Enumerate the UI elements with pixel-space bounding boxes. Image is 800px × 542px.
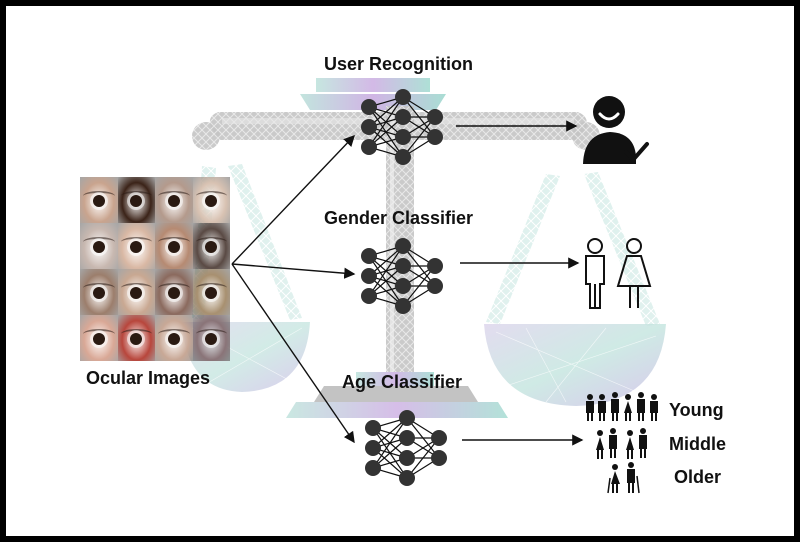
ocular-image-tile (117, 269, 155, 315)
ocular-image-tile (80, 269, 118, 315)
iris-shape (92, 286, 105, 299)
eyelid-shape (83, 282, 115, 293)
ocular-image-tile (155, 269, 193, 315)
eyelid-shape (158, 282, 190, 293)
eyelid-shape (120, 282, 152, 293)
eyelid-shape (83, 236, 115, 247)
user-check-icon (583, 96, 649, 164)
iris-shape (167, 286, 180, 299)
neural-network-gender-classifier (361, 238, 443, 314)
eyelid-shape (195, 190, 227, 201)
male-icon (585, 238, 605, 309)
ocular-image-tile (192, 315, 230, 361)
iris-shape (92, 240, 105, 253)
ocular-image-tile (117, 223, 155, 269)
gender-classifier-title: Gender Classifier (324, 208, 474, 228)
iris-shape (130, 286, 143, 299)
older-people-icon (607, 462, 640, 494)
ocular-images-grid (80, 177, 230, 361)
iris-shape (205, 194, 218, 207)
diagram-frame: User Recognition Gender Classifier Age C… (6, 6, 794, 536)
iris-shape (205, 332, 218, 345)
middle-people-icon (596, 428, 647, 459)
eyelid-shape (195, 328, 227, 339)
eyelid-shape (120, 190, 152, 201)
ocular-image-tile (155, 223, 193, 269)
female-icon (616, 238, 652, 308)
eyelid-shape (120, 328, 152, 339)
iris-shape (92, 194, 105, 207)
ocular-image-tile (80, 315, 118, 361)
age-label-older: Older (674, 467, 722, 487)
age-label-middle: Middle (669, 434, 726, 454)
iris-shape (205, 286, 218, 299)
eyelid-shape (195, 236, 227, 247)
iris-shape (130, 332, 143, 345)
eyelid-shape (83, 190, 115, 201)
neural-network-user-recognition (361, 89, 443, 165)
eyelid-shape (158, 190, 190, 201)
eyelid-shape (158, 236, 190, 247)
input-arrows (231, 134, 356, 444)
ocular-image-tile (117, 177, 155, 223)
iris-shape (130, 240, 143, 253)
ocular-image-tile (80, 223, 118, 269)
iris-shape (205, 240, 218, 253)
young-people-icon (586, 392, 658, 421)
eyelid-shape (195, 282, 227, 293)
ocular-image-tile (192, 223, 230, 269)
age-classifier-title: Age Classifier (342, 372, 463, 392)
ocular-images-label: Ocular Images (86, 368, 211, 388)
ocular-image-tile (192, 269, 230, 315)
right-scale-pan (484, 324, 666, 406)
iris-shape (167, 240, 180, 253)
eyelid-shape (158, 328, 190, 339)
output-arrows (456, 120, 584, 446)
neural-network-age-classifier (365, 410, 447, 486)
eyelid-shape (120, 236, 152, 247)
ocular-image-tile (155, 315, 193, 361)
ocular-image-tile (80, 177, 118, 223)
ocular-image-tile (155, 177, 193, 223)
age-label-young: Young (669, 400, 724, 420)
ocular-image-tile (117, 315, 155, 361)
ocular-image-tile (192, 177, 230, 223)
balance-scale-diagram (182, 78, 666, 494)
iris-shape (167, 194, 180, 207)
iris-shape (167, 332, 180, 345)
iris-shape (92, 332, 105, 345)
right-scale-chains (486, 172, 660, 326)
user-recognition-title: User Recognition (324, 54, 474, 74)
eyelid-shape (83, 328, 115, 339)
iris-shape (130, 194, 143, 207)
